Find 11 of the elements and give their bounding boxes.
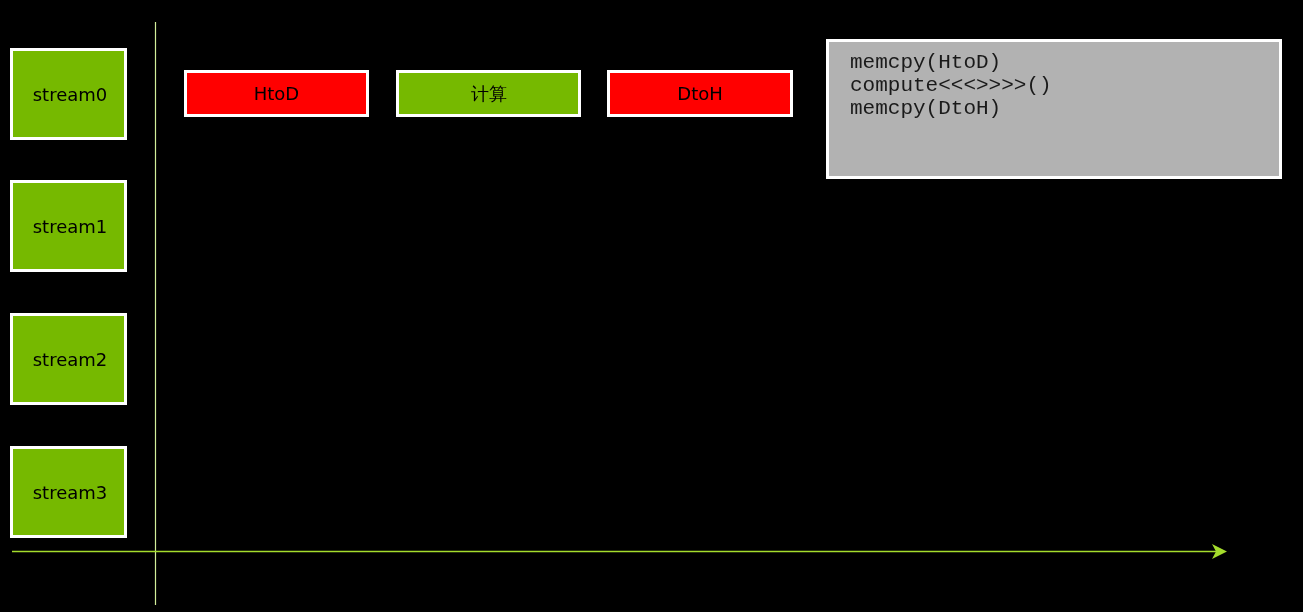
code-line: compute<<<>>>>() (850, 74, 1052, 97)
compute-box: 计算 (396, 70, 581, 117)
transfer-box: DtoH (607, 70, 793, 117)
code-panel (826, 39, 1282, 179)
stream-box: stream1 (10, 180, 127, 272)
stream-box: stream0 (10, 48, 127, 140)
stream-box: stream2 (10, 313, 127, 405)
stream-box: stream3 (10, 446, 127, 538)
code-line: memcpy(DtoH) (850, 97, 1002, 120)
transfer-box: HtoD (184, 70, 369, 117)
code-line: memcpy(HtoD) (850, 51, 1002, 74)
